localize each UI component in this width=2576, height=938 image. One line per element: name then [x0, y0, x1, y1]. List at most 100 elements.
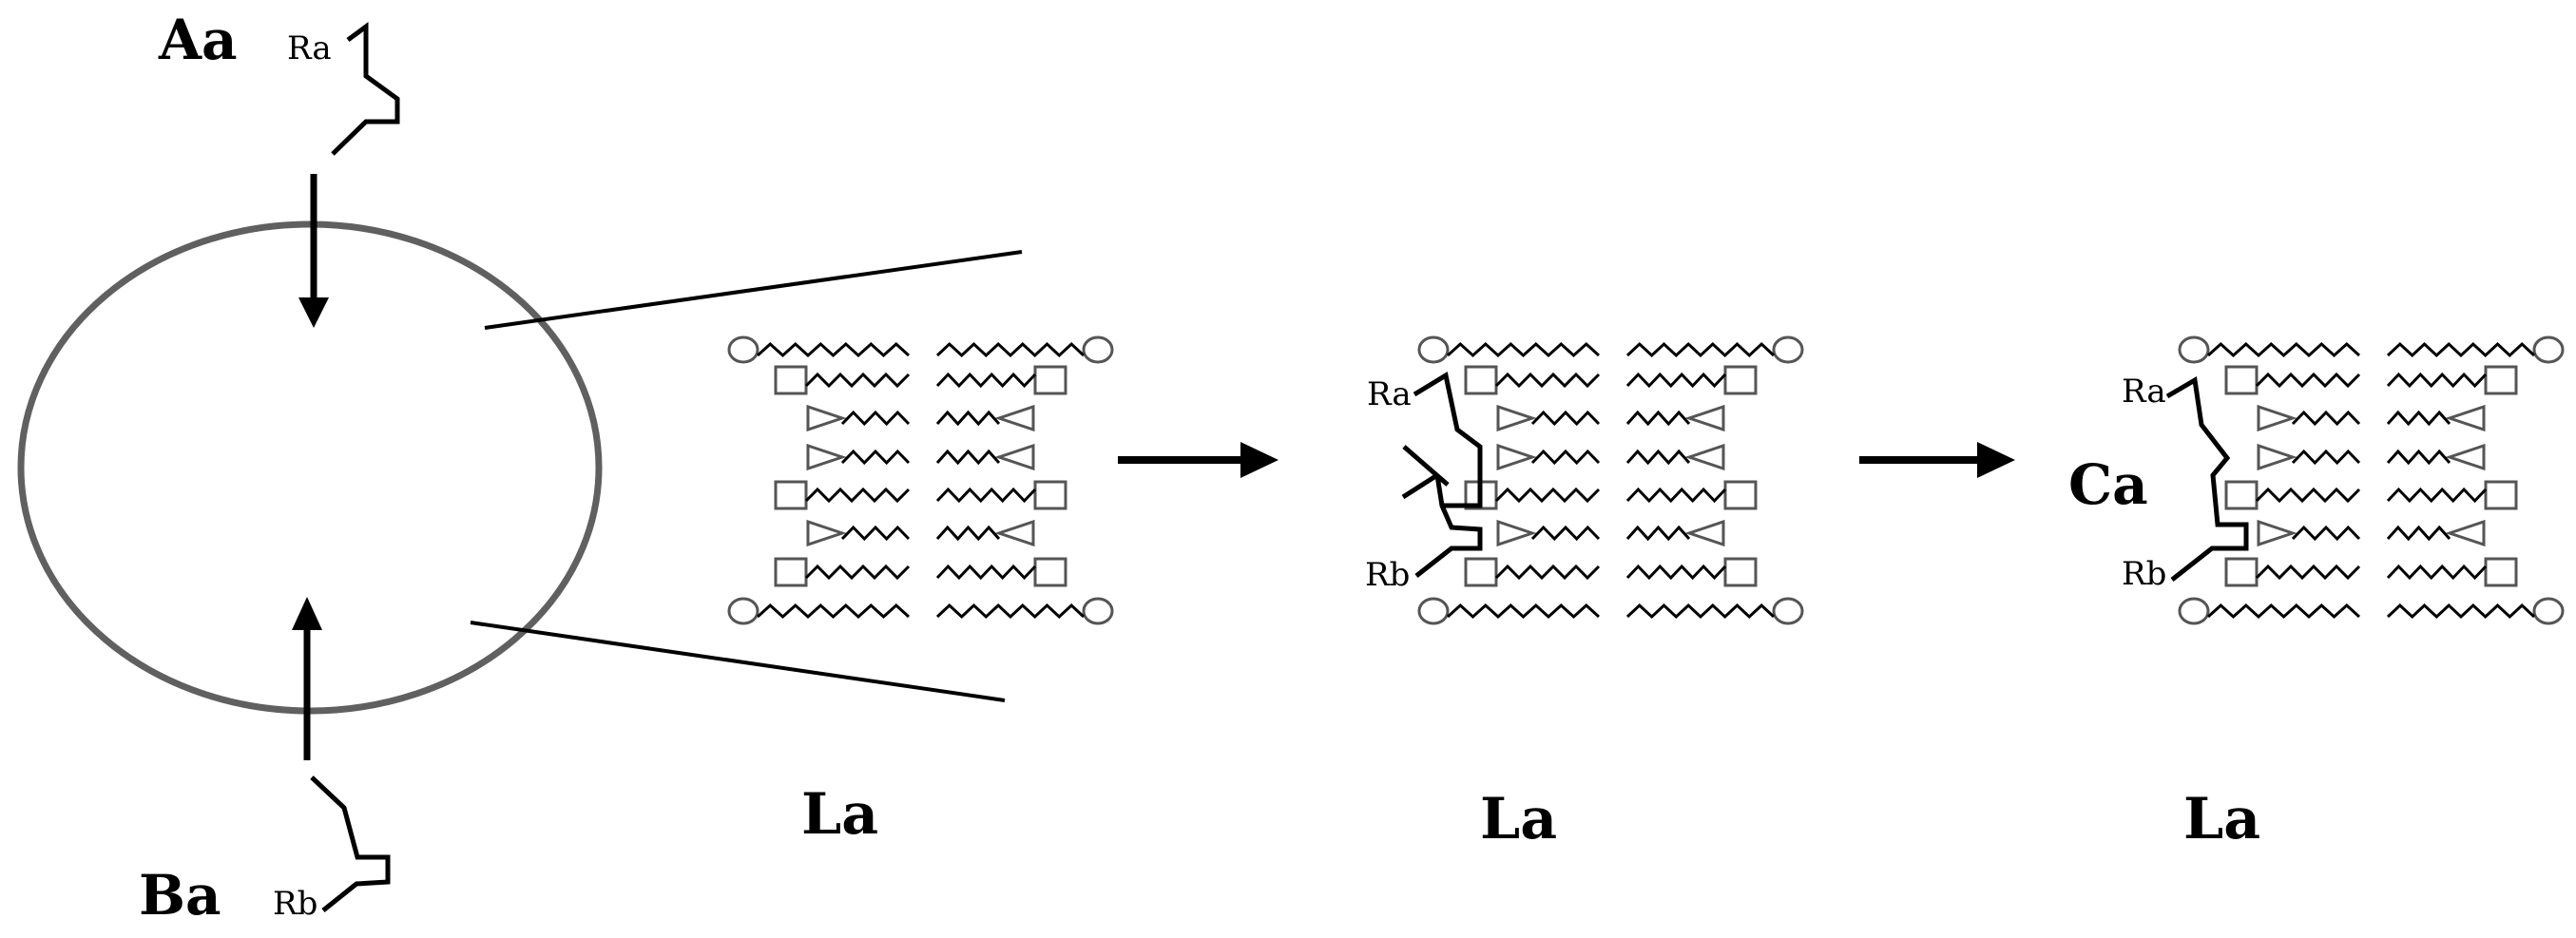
membrane-bilayer-2	[1417, 335, 1804, 625]
lipid-tail	[1625, 372, 1727, 389]
lipid-head-triangle	[2445, 404, 2486, 432]
lipid-head-square	[1723, 480, 1758, 510]
lipid-tail	[1625, 341, 1776, 358]
ra-chain-top	[331, 22, 400, 156]
lipid-head-triangle	[806, 519, 847, 547]
lipid-tail	[935, 487, 1037, 504]
lipid-tail	[2386, 341, 2536, 358]
lipid-head-square	[1033, 480, 1067, 510]
label-ra-panel-3: Ra	[2122, 373, 2166, 411]
lipid-tail	[935, 525, 1001, 542]
lipid-tail	[2255, 372, 2361, 389]
label-ba: Ba	[139, 863, 221, 928]
lipid-head-circle	[2532, 335, 2565, 364]
lipid-head-square	[2484, 480, 2518, 510]
lipid-tail	[2255, 564, 2361, 581]
lipid-tail	[2291, 525, 2361, 542]
lipid-tail	[840, 525, 911, 542]
lipid-tail	[756, 341, 911, 358]
lipid-head-square	[774, 480, 808, 510]
lipid-tail	[1446, 341, 1601, 358]
lipid-head-circle	[1082, 597, 1114, 625]
lipid-head-triangle	[2257, 443, 2297, 471]
lipid-head-circle	[2178, 597, 2210, 625]
lipid-tail	[1530, 410, 1601, 427]
lipid-tail	[2386, 603, 2536, 620]
process-arrow-1-head	[1240, 442, 1278, 478]
label-rb-panel-2: Rb	[1365, 556, 1410, 594]
lipid-head-square	[2484, 557, 2518, 587]
ra-chain-panel-2	[1413, 372, 1483, 508]
lipid-head-triangle	[994, 404, 1035, 432]
lipid-tail	[935, 341, 1086, 358]
zoom-line-bottom	[470, 621, 1006, 702]
lipid-tail	[840, 449, 911, 466]
lipid-tail	[1625, 525, 1691, 542]
label-la-3: La	[2183, 786, 2260, 852]
label-la-2: La	[1480, 786, 1557, 852]
lipid-head-triangle	[1684, 404, 1725, 432]
label-rb-panel-3: Rb	[2122, 555, 2166, 593]
lipid-tail	[935, 603, 1086, 620]
lipid-tail	[1625, 564, 1727, 581]
lipid-tail	[2386, 410, 2451, 427]
lipid-head-circle	[727, 335, 759, 364]
label-ca: Ca	[2068, 452, 2148, 517]
lipid-tail	[2386, 449, 2451, 466]
lipid-tail	[1530, 525, 1601, 542]
lipid-head-triangle	[1496, 443, 1537, 471]
lipid-head-circle	[727, 597, 759, 625]
lipid-tail	[1625, 603, 1776, 620]
lipid-tail	[804, 372, 911, 389]
lipid-tail	[935, 410, 1001, 427]
rb-chain-bottom	[310, 775, 391, 912]
lipid-tail	[1625, 410, 1691, 427]
label-aa: Aa	[158, 8, 238, 72]
lipid-tail	[1530, 449, 1601, 466]
label-la-1: La	[801, 781, 878, 848]
lipid-tail	[2386, 487, 2488, 504]
lipid-head-circle	[1772, 335, 1804, 364]
lipid-head-square	[1464, 557, 1498, 587]
lipid-head-triangle	[2445, 443, 2486, 471]
lipid-head-circle	[2178, 335, 2210, 364]
zoom-line-top	[484, 250, 1023, 330]
process-arrow-2-head	[1977, 442, 2015, 478]
lipid-head-circle	[1417, 335, 1450, 364]
lipid-head-triangle	[806, 404, 847, 432]
lipid-tail	[756, 603, 911, 620]
lipid-tail	[935, 372, 1037, 389]
lipid-tail	[804, 487, 911, 504]
lipid-head-square	[2224, 480, 2259, 510]
lipid-head-square	[2484, 365, 2518, 395]
ca-chain-panel-3	[2165, 375, 2249, 582]
lipid-tail	[2206, 341, 2361, 358]
lipid-head-square	[1723, 557, 1758, 587]
crossing-line-a	[1402, 445, 1450, 487]
lipid-head-triangle	[2257, 404, 2297, 432]
lipid-tail	[1446, 603, 1601, 620]
label-rb-bottom: Rb	[273, 885, 317, 923]
lipid-tail	[2291, 449, 2361, 466]
label-ra-panel-2: Ra	[1367, 375, 1412, 413]
lipid-tail	[1494, 372, 1601, 389]
label-ra-top: Ra	[287, 29, 332, 67]
lipid-head-triangle	[806, 443, 847, 471]
lipid-head-triangle	[2445, 519, 2486, 547]
lipid-tail	[2255, 487, 2361, 504]
lipid-tail	[2386, 525, 2451, 542]
lipid-head-square	[2224, 557, 2259, 587]
lipid-head-circle	[1082, 335, 1114, 364]
lipid-tail	[1494, 487, 1601, 504]
lipid-head-triangle	[994, 443, 1035, 471]
lipid-tail	[2206, 603, 2361, 620]
lipid-head-triangle	[1496, 404, 1537, 432]
lipid-head-triangle	[2257, 519, 2297, 547]
lipid-tail	[2386, 564, 2488, 581]
lipid-head-circle	[2532, 597, 2565, 625]
lipid-head-square	[1033, 557, 1067, 587]
lipid-head-triangle	[1496, 519, 1537, 547]
lipid-head-square	[1464, 365, 1498, 395]
